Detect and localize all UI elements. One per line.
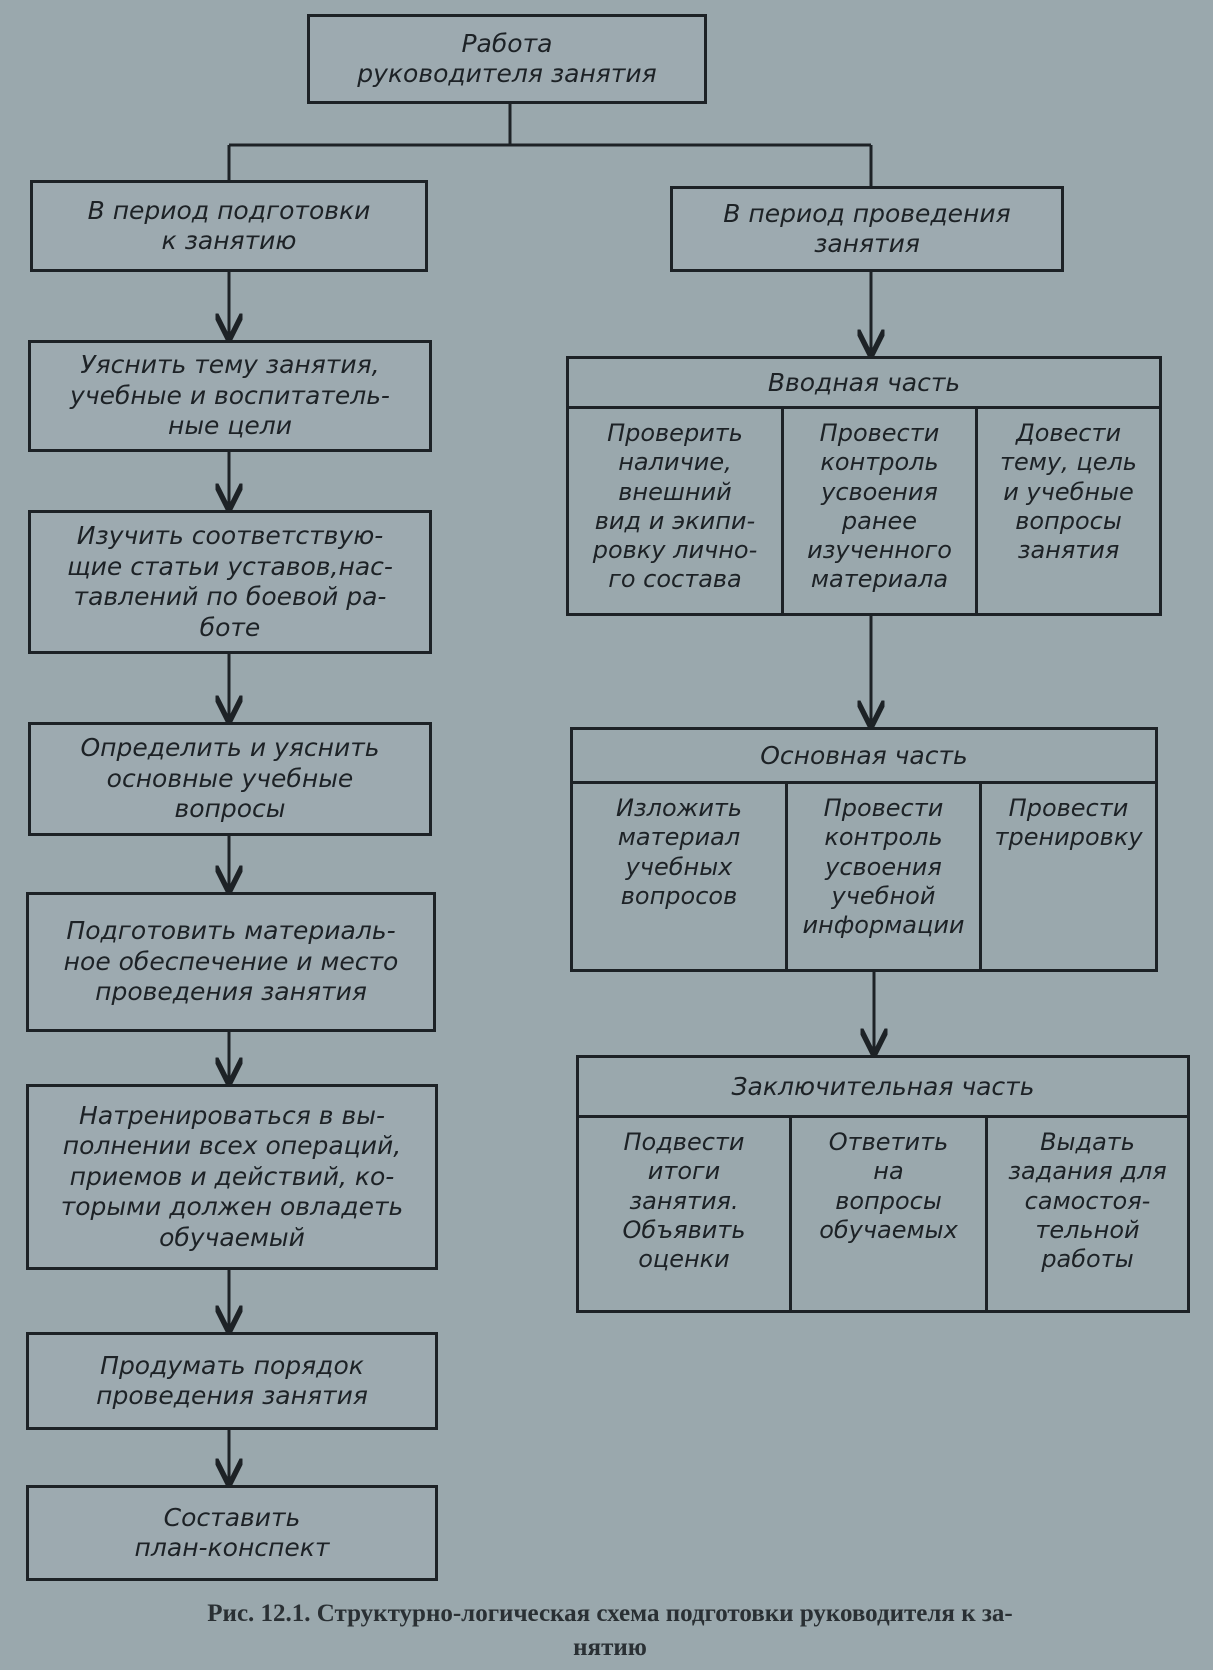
prep-step: Подготовить материаль- ное обеспечение и… (26, 892, 436, 1032)
main-part-group: Основная часть Изложить материал учебных… (570, 727, 1158, 972)
main-item: Провести контроль усвоения учебной инфор… (785, 784, 979, 969)
intro-part-title: Вводная часть (569, 359, 1159, 409)
prep-step: Натренироваться в вы- полнении всех опер… (26, 1084, 438, 1270)
prep-period-box: В период подготовки к занятию (30, 180, 428, 272)
final-part-group: Заключительная часть Подвести итоги заня… (576, 1055, 1190, 1313)
prep-step: Уяснить тему занятия, учебные и воспитат… (28, 340, 432, 452)
main-item: Изложить материал учебных вопросов (615, 794, 743, 910)
prep-step: Определить и уяснить основные учебные во… (28, 722, 432, 836)
final-item: Ответить на вопросы обучаемых (789, 1118, 985, 1310)
main-part-title: Основная часть (573, 730, 1155, 784)
root-box: Работа руководителя занятия (307, 14, 707, 104)
intro-part-group: Вводная часть Проверить наличие, внешний… (566, 356, 1162, 616)
main-item: Провести тренировку (979, 784, 1155, 969)
final-item: Подвести итоги занятия. Объявить оценки (622, 1128, 746, 1274)
prep-step: Изучить соответствую- щие статьи уставов… (28, 510, 432, 654)
intro-item: Проверить наличие, внешний вид и экипи- … (592, 419, 758, 594)
conduct-period-box: В период проведения занятия (670, 186, 1064, 272)
intro-item: Провести контроль усвоения ранее изученн… (781, 409, 975, 613)
intro-item: Довести тему, цель и учебные вопросы зан… (975, 409, 1159, 613)
prep-step: Составить план-конспект (26, 1485, 438, 1581)
prep-step: Продумать порядок проведения занятия (26, 1332, 438, 1430)
final-item: Выдать задания для самостоя- тельной раб… (985, 1118, 1187, 1310)
final-part-title: Заключительная часть (579, 1058, 1187, 1118)
figure-caption: Рис. 12.1. Структурно-логическая схема п… (207, 1600, 1013, 1661)
